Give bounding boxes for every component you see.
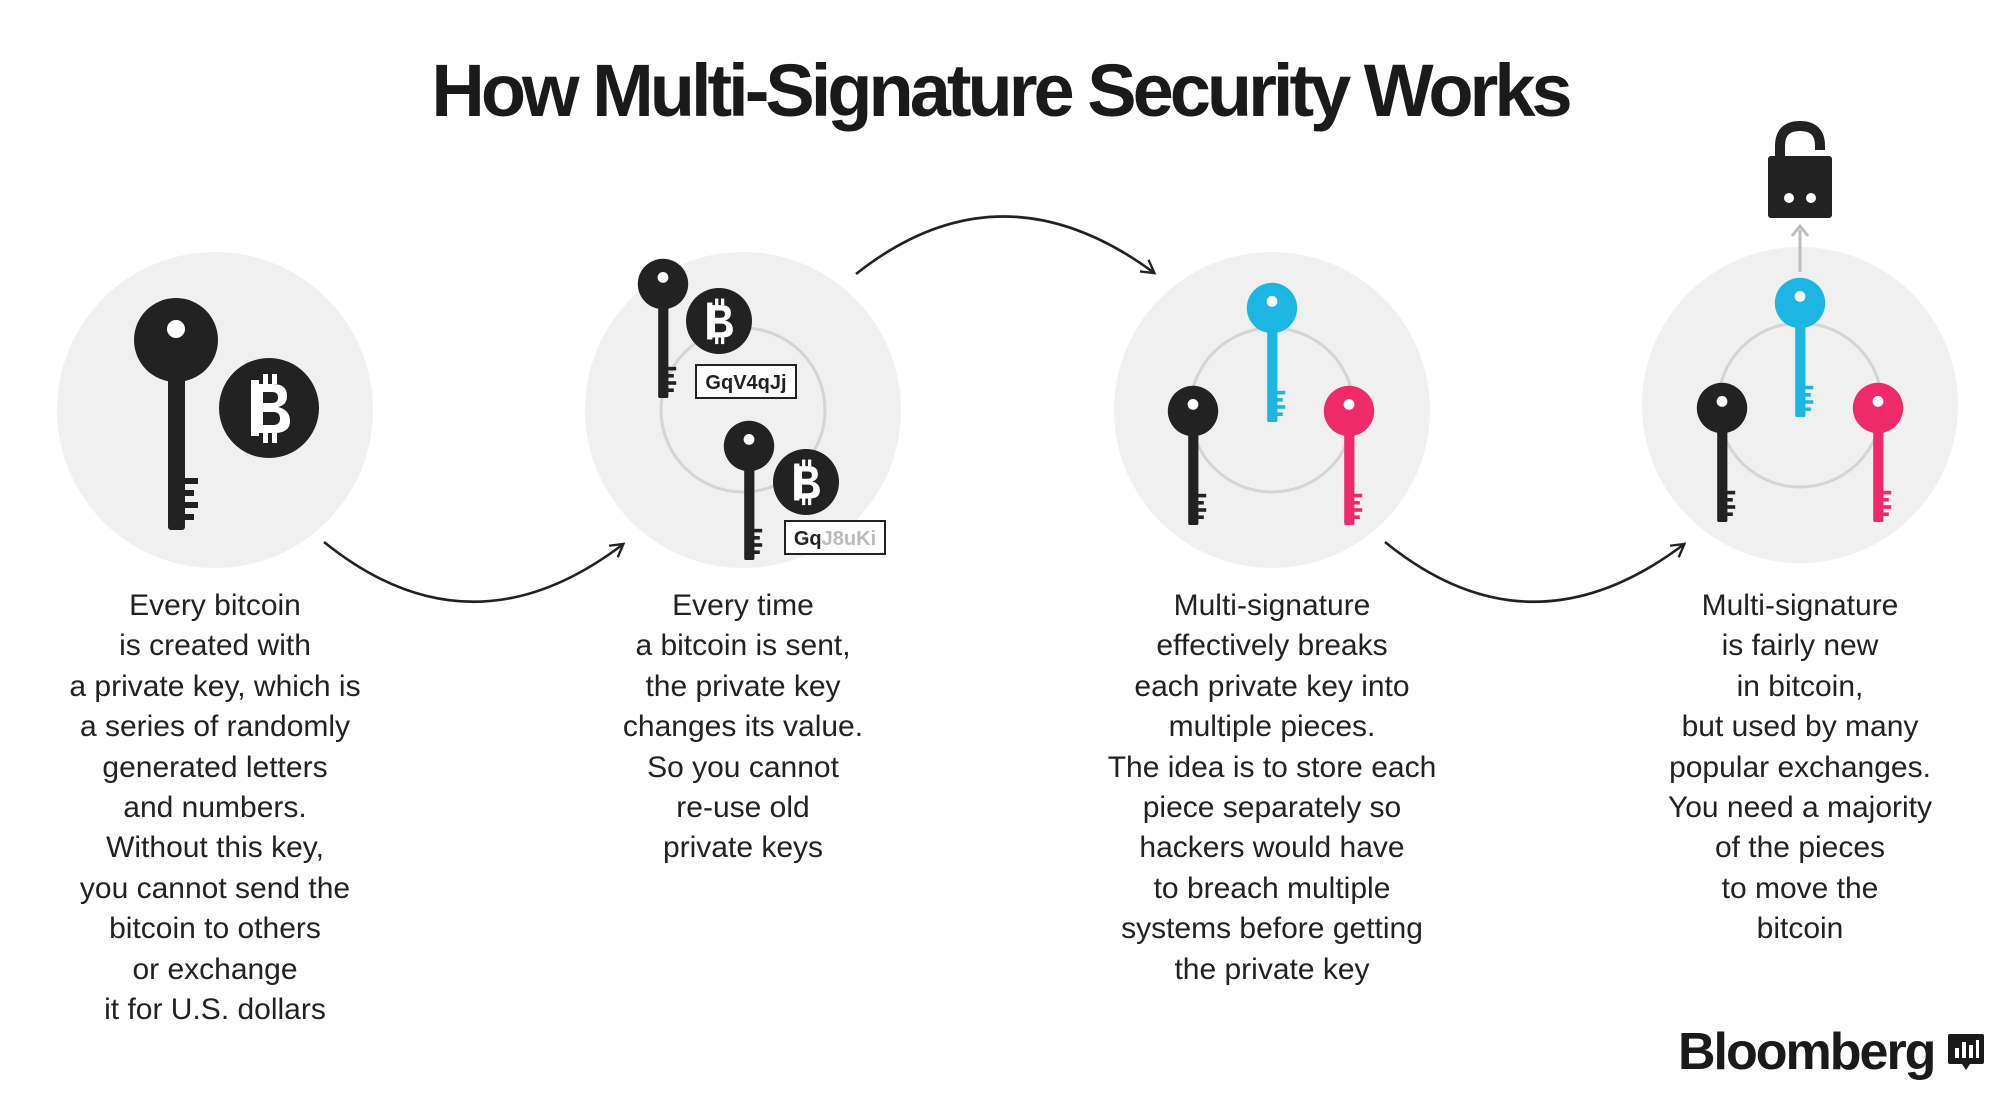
text-line: changes its value.: [622, 710, 864, 744]
bloomberg-logo-icon: [1948, 1034, 1985, 1070]
curved-arrow-icon: [855, 215, 1157, 276]
key-icon: [1323, 385, 1375, 525]
text-line: re-use old: [676, 791, 810, 825]
text-line: So you cannot: [647, 750, 839, 784]
step-4-illustration: [1642, 120, 1958, 563]
text-line: the private key: [645, 669, 841, 703]
open-lock-icon: [1768, 120, 1832, 218]
text-line: to move the: [1721, 871, 1879, 905]
text-line: a bitcoin is sent,: [635, 629, 851, 663]
text-line: generated letters: [102, 750, 328, 784]
curved-arrow-icon: [1384, 540, 1687, 603]
step-4-description: Multi-signature is fairly new in bitcoin…: [1610, 586, 1990, 950]
text-line: to breach multiple: [1153, 871, 1391, 905]
text-line: and numbers.: [123, 791, 307, 825]
bitcoin-icon: [219, 358, 319, 458]
text-line: the private key: [1174, 952, 1370, 986]
step-2-illustration: GqV4qJj GqJ8uKi: [585, 252, 901, 568]
key-icon: [1852, 382, 1904, 522]
step-3-illustration: [1114, 252, 1430, 568]
key-icon: [1774, 277, 1826, 417]
text-line: multiple pieces.: [1168, 710, 1376, 744]
text-line: piece separately so: [1142, 791, 1402, 825]
key-icon: [637, 258, 689, 398]
key-icon: [1246, 282, 1298, 422]
text-line: bitcoin: [1756, 912, 1844, 946]
step-1-circle: [57, 252, 373, 568]
text-line: each private key into: [1134, 669, 1410, 703]
text-line: is fairly new: [1721, 629, 1879, 663]
text-line: or exchange: [132, 952, 298, 986]
text-line: it for U.S. dollars: [104, 993, 326, 1027]
step-1-description: Every bitcoin is created with a private …: [25, 586, 405, 1030]
text-line: a private key, which is: [69, 669, 361, 703]
key-label-current: GqV4qJj: [695, 364, 797, 399]
page-title: How Multi-Signature Security Works: [431, 49, 1572, 132]
key-icon: [723, 420, 775, 560]
text-line: Without this key,: [106, 831, 324, 865]
text-line: you cannot send the: [79, 871, 351, 905]
text-line: Every bitcoin: [129, 589, 301, 622]
step-2-description: Every time a bitcoin is sent, the privat…: [553, 586, 933, 869]
key-label-current-text: GqV4qJj: [705, 372, 786, 394]
brand-name: Bloomberg: [1678, 1023, 1936, 1081]
text-line: a series of randomly: [79, 710, 351, 744]
svg-text:GqJ8uKi: GqJ8uKi: [794, 528, 876, 550]
text-line: in bitcoin,: [1736, 669, 1864, 703]
text-line: of the pieces: [1714, 831, 1886, 865]
key-icon: [1696, 382, 1748, 522]
step-3-description: Multi-signature effectively breaks each …: [1082, 586, 1462, 990]
curved-arrow-icon: [323, 540, 626, 603]
text-line: but used by many: [1681, 710, 1919, 744]
unlock-arrow: [1790, 223, 1810, 272]
key-icon: [134, 298, 218, 530]
text-line: The idea is to store each: [1107, 750, 1437, 784]
text-line: systems before getting: [1121, 912, 1423, 946]
text-line: is created with: [119, 629, 311, 663]
text-line: Every time: [672, 589, 814, 622]
text-line: You need a majority: [1667, 791, 1933, 825]
key-icon: [1167, 385, 1219, 525]
text-line: bitcoin to others: [109, 912, 321, 946]
key-label-new-prefix: Gq: [794, 528, 822, 550]
text-line: effectively breaks: [1156, 629, 1388, 663]
key-label-new: GqJ8uKi: [784, 520, 886, 555]
key-label-new-faded: J8uKi: [822, 528, 876, 550]
text-line: hackers would have: [1139, 831, 1405, 865]
text-line: Multi-signature: [1173, 589, 1371, 622]
step-1-illustration: [57, 252, 373, 568]
text-line: private keys: [662, 831, 824, 865]
bitcoin-icon: [773, 449, 839, 515]
text-line: popular exchanges.: [1669, 750, 1931, 784]
bitcoin-icon: [686, 288, 752, 354]
brand-logo: Bloomberg: [1678, 1022, 1986, 1082]
text-line: Multi-signature: [1701, 589, 1899, 622]
